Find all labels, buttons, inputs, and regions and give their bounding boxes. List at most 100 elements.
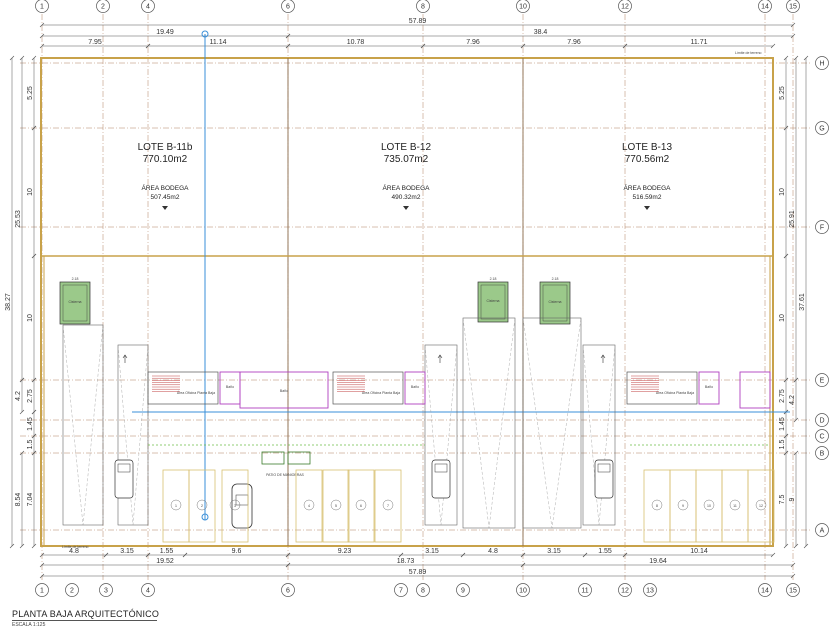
dim-left-2-tick (19, 55, 25, 61)
dim-bottom-seg-1-text: 3.15 (120, 548, 134, 555)
dim-bottom-seg-8-text: 1.55 (598, 548, 612, 555)
central-bathrooms (239, 371, 329, 409)
water-node (201, 30, 209, 38)
axis-top-4-circle (141, 0, 155, 13)
ramp-outline (522, 317, 582, 529)
lot-use: ÁREA BODEGA (142, 183, 190, 192)
axis-bottom-11-circle (578, 583, 592, 597)
lot-use: ÁREA BODEGA (624, 183, 672, 192)
parking-number-circle (355, 499, 367, 511)
axis-bottom-14-circle (758, 583, 772, 597)
lot-use-area: 507.45m2 (151, 194, 180, 201)
cistern-label: Cisterna (486, 299, 499, 303)
axis-right-F-label: F (820, 225, 824, 232)
property-limit-label: Límite de terreno (62, 545, 89, 549)
axis-right-H-label: H (819, 61, 824, 68)
dim-left-3-text: 10 (27, 314, 34, 322)
axis-right-H-circle (815, 56, 829, 70)
office-room (332, 371, 404, 405)
dim-bottom-seg-9-tick (622, 552, 628, 558)
office-room (626, 371, 698, 405)
up-arrow-icon (122, 354, 128, 363)
axis-right-A-circle (815, 523, 829, 537)
cistern-box (59, 281, 91, 325)
dim-top-total-text: 57.89 (409, 18, 427, 25)
axis-bottom-9-label: 9 (461, 588, 465, 595)
dim-left-3-tick (31, 253, 37, 259)
dim-right-1-tick (783, 125, 789, 131)
parking-stall (747, 469, 775, 543)
axis-bottom-3-circle (99, 583, 113, 597)
axis-bottom-10-circle (516, 583, 530, 597)
planter-box (261, 451, 285, 465)
dim-top-left-tick (39, 33, 45, 39)
dim-right-10-tick (783, 543, 789, 549)
axis-bottom-6-circle (281, 583, 295, 597)
parking-number-circle (330, 499, 342, 511)
parking-number-circle (703, 499, 715, 511)
dim-bottom-mid-0-tick (39, 562, 45, 568)
truck-cab (597, 463, 611, 473)
dim-left-4-text: 38.27 (5, 293, 12, 311)
truck-icon (114, 459, 134, 499)
dim-top-seg-3-text: 7.96 (466, 39, 480, 46)
axis-bottom-12-circle (618, 583, 632, 597)
dim-top-seg-3-tick (420, 43, 426, 49)
lot-name: LOTE B-12 (381, 142, 431, 153)
ramp-diagonal (582, 344, 616, 526)
water-node (201, 513, 209, 521)
up-arrow-icon (600, 354, 606, 363)
parking-number: 1 (175, 504, 177, 508)
parking-stall (221, 469, 249, 543)
level-marker-icon (162, 206, 168, 210)
parking-stall (322, 469, 350, 543)
dim-left-5-tick (19, 377, 25, 383)
dim-left-4-tick (9, 543, 15, 549)
dim-right-9-tick (793, 543, 799, 549)
axis-bottom-8-label: 8 (421, 588, 425, 595)
axis-top-14-label: 14 (761, 4, 769, 11)
dim-bottom-seg-7-tick (520, 552, 526, 558)
dim-bottom-seg-1-tick (103, 552, 109, 558)
dim-right-4-tick (803, 55, 809, 61)
parking-number-circle (229, 499, 241, 511)
parking-number-circle (170, 499, 182, 511)
cistern-inner (480, 284, 506, 320)
dim-bottom-seg-3-text: 9.6 (232, 548, 242, 555)
lot-use-area: 490.32m2 (392, 194, 421, 201)
axis-top-2-circle (96, 0, 110, 13)
parking-number-circle (651, 499, 663, 511)
axis-top-14-circle (758, 0, 772, 13)
dim-right-4-tick (803, 543, 809, 549)
ramp-diagonal (62, 324, 104, 526)
axis-bottom-3-label: 3 (104, 588, 108, 595)
truck-icon (431, 459, 451, 499)
dim-right-6-tick (793, 377, 799, 383)
parking-number-circle (677, 499, 689, 511)
parking-number-circle (303, 499, 315, 511)
office-room (147, 371, 219, 405)
dim-top-seg-2-text: 10.78 (347, 39, 365, 46)
axis-top-8-label: 8 (421, 4, 425, 11)
dim-top-right-tick (790, 33, 796, 39)
up-arrow-icon (437, 354, 443, 363)
lot-total-area: 770.56m2 (625, 154, 670, 165)
axis-bottom-15-circle (786, 583, 800, 597)
bathroom-label: Baño (226, 385, 234, 389)
axis-right-D-circle (815, 413, 829, 427)
dim-bottom-mid-2-text: 19.64 (649, 558, 667, 565)
axis-bottom-13-label: 13 (646, 588, 654, 595)
axis-right-B-circle (815, 446, 829, 460)
ramp-diagonal (462, 317, 516, 529)
axis-bottom-13-circle (643, 583, 657, 597)
ramp-width-label: 2.18 (72, 277, 79, 281)
axis-bottom-6-label: 6 (286, 588, 290, 595)
water-line (132, 34, 790, 520)
axis-top-15-circle (786, 0, 800, 13)
axis-bottom-7-circle (394, 583, 408, 597)
axis-bottom-1-label: 1 (40, 588, 44, 595)
axis-bottom-15-label: 15 (789, 588, 797, 595)
